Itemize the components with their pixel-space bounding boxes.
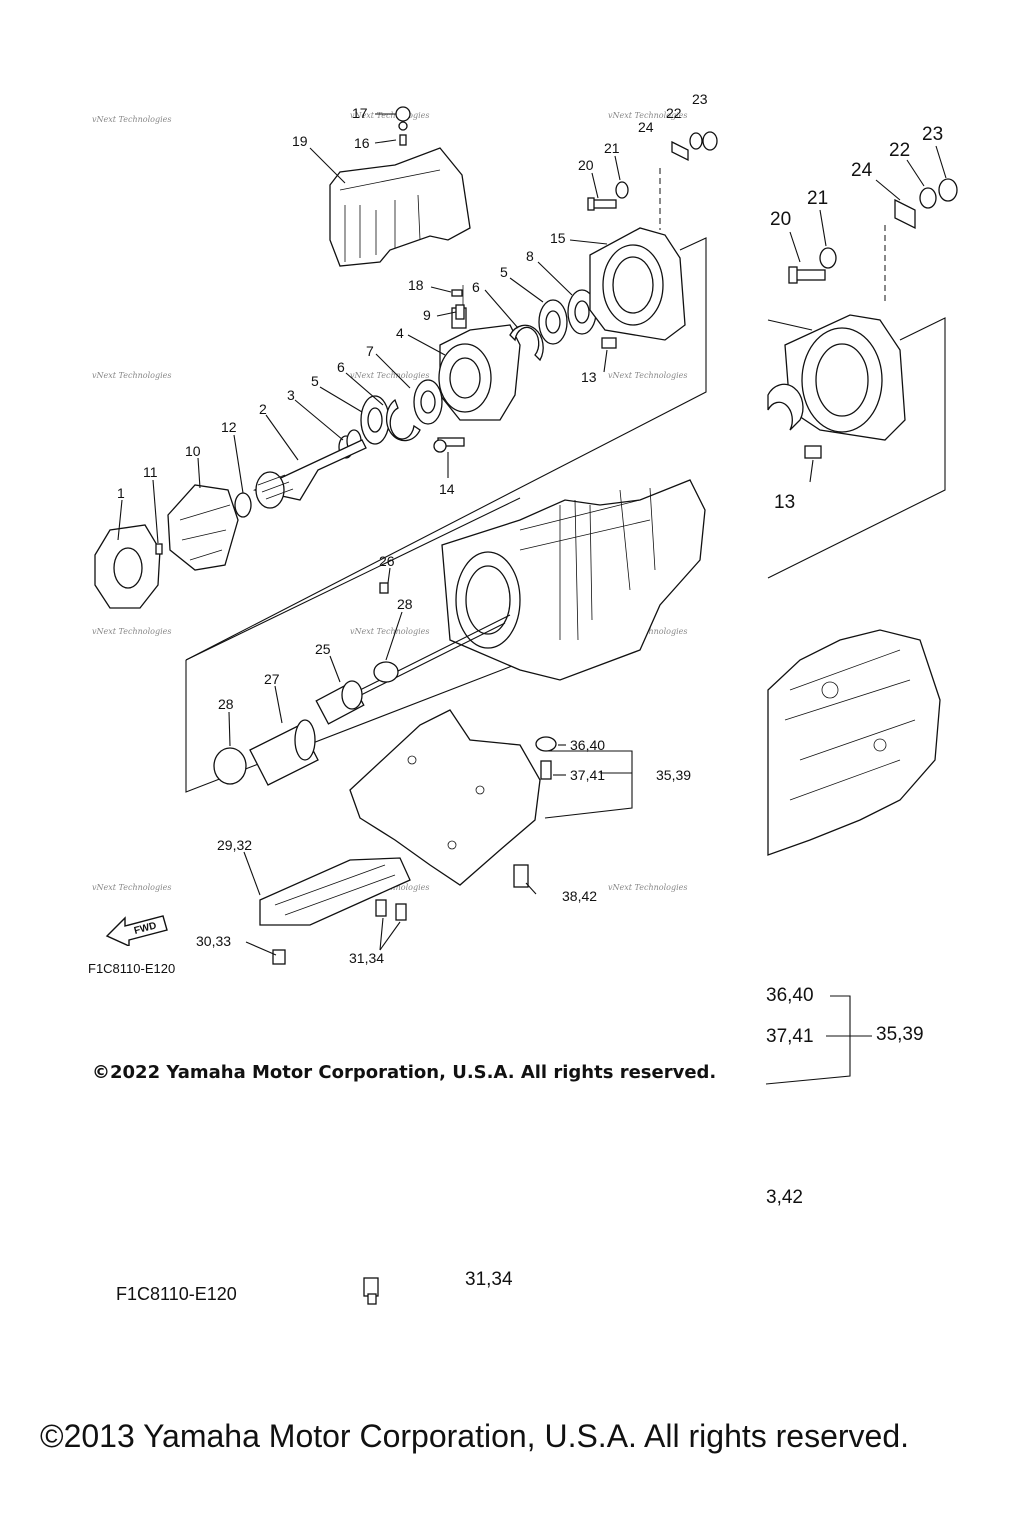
callout-27: 27 <box>264 671 280 687</box>
zoom-callout-31-34: 31,34 <box>465 1269 513 1290</box>
watermark: vNext Technologies <box>92 883 171 892</box>
callout-19: 19 <box>292 133 308 149</box>
callout-5b: 5 <box>500 264 508 280</box>
callout-24: 24 <box>638 119 654 135</box>
callout-37-41: 37,41 <box>570 767 605 783</box>
part-pump-housing-4 <box>438 285 521 421</box>
zoom-callout-22: 22 <box>889 140 910 161</box>
callout-2: 2 <box>259 401 267 417</box>
zoom-callout-13: 13 <box>774 492 795 513</box>
callout-38-42: 38,42 <box>562 888 597 904</box>
part-shaft-2 <box>252 439 367 509</box>
callout-3: 3 <box>287 387 295 403</box>
zoom-callout-36-40: 36,40 <box>766 985 814 1006</box>
callout-30-33: 30,33 <box>196 933 231 949</box>
callout-16: 16 <box>354 135 370 151</box>
callout-21: 21 <box>604 140 620 156</box>
zoom-callout-20: 20 <box>770 209 791 230</box>
watermark: vNext Technologies <box>92 627 171 636</box>
callout-14: 14 <box>439 481 455 497</box>
callout-9: 9 <box>423 307 431 323</box>
watermark: vNext Technologies <box>608 111 687 120</box>
part-impeller-set <box>94 484 252 609</box>
zoom-callout-38-42: 3,42 <box>766 1187 803 1208</box>
zoom-fragment: 20 21 24 22 23 13 36,40 37,41 35,39 3,42… <box>363 124 958 1305</box>
callout-labels: 17 16 19 18 9 4 7 6 5 3 2 12 10 11 1 14 … <box>117 91 708 966</box>
fwd-arrow-icon: FWD <box>105 915 168 946</box>
zoom-callout-24: 24 <box>851 160 873 181</box>
callout-36-40: 36,40 <box>570 737 605 753</box>
callout-17: 17 <box>352 105 368 121</box>
callout-29-32: 29,32 <box>217 837 252 853</box>
callout-6a: 6 <box>337 359 345 375</box>
callout-5a: 5 <box>311 373 319 389</box>
part-jet-body <box>354 479 706 699</box>
diagram-code-large: F1C8110-E120 <box>116 1284 237 1304</box>
part-bearings <box>360 289 597 445</box>
callout-25: 25 <box>315 641 331 657</box>
callout-13: 13 <box>581 369 597 385</box>
part-cover-19 <box>329 147 471 267</box>
copyright-2022: ©2022 Yamaha Motor Corporation, U.S.A. A… <box>92 1062 717 1083</box>
diagram-code-small: F1C8110-E120 <box>88 961 176 976</box>
watermark: vNext Technologies <box>608 883 687 892</box>
callout-20: 20 <box>578 157 594 173</box>
zoom-callout-37-41: 37,41 <box>766 1026 814 1047</box>
part-intake-bracket <box>259 709 557 965</box>
callout-11: 11 <box>143 464 158 480</box>
callout-31-34: 31,34 <box>349 950 384 966</box>
watermark: vNext Technologies <box>350 371 429 380</box>
callout-7: 7 <box>366 343 374 359</box>
callout-6b: 6 <box>472 279 480 295</box>
callout-10: 10 <box>185 443 201 459</box>
callout-1: 1 <box>117 485 125 501</box>
leader-lines <box>117 113 621 956</box>
callout-22: 22 <box>666 105 682 121</box>
part-bolt-16-17 <box>395 106 411 146</box>
zoom-callout-35-39: 35,39 <box>876 1024 924 1045</box>
callout-18: 18 <box>408 277 424 293</box>
callout-28b: 28 <box>218 696 234 712</box>
callout-15: 15 <box>550 230 566 246</box>
part-fasteners-20-24 <box>587 131 718 230</box>
callout-26: 26 <box>379 553 395 569</box>
callout-28a: 28 <box>397 596 413 612</box>
zoom-callout-21: 21 <box>807 188 828 209</box>
watermark: vNext Technologies <box>350 627 429 636</box>
copyright-2013: ©2013 Yamaha Motor Corporation, U.S.A. A… <box>40 1418 910 1454</box>
callout-23: 23 <box>692 91 708 107</box>
callout-35-39: 35,39 <box>656 767 691 783</box>
callout-8: 8 <box>526 248 534 264</box>
zoom-callout-23: 23 <box>922 124 943 145</box>
callout-4: 4 <box>396 325 404 341</box>
watermark: vNext Technologies <box>608 371 687 380</box>
watermark: vNext Technologies <box>92 115 171 124</box>
watermark: vNext Technologies <box>350 111 429 120</box>
part-bolts-misc <box>433 289 465 453</box>
callout-12: 12 <box>221 419 237 435</box>
part-nozzle-housing-15 <box>589 227 686 349</box>
part-coupling-25-28 <box>213 582 399 786</box>
watermark: vNext Technologies <box>92 371 171 380</box>
